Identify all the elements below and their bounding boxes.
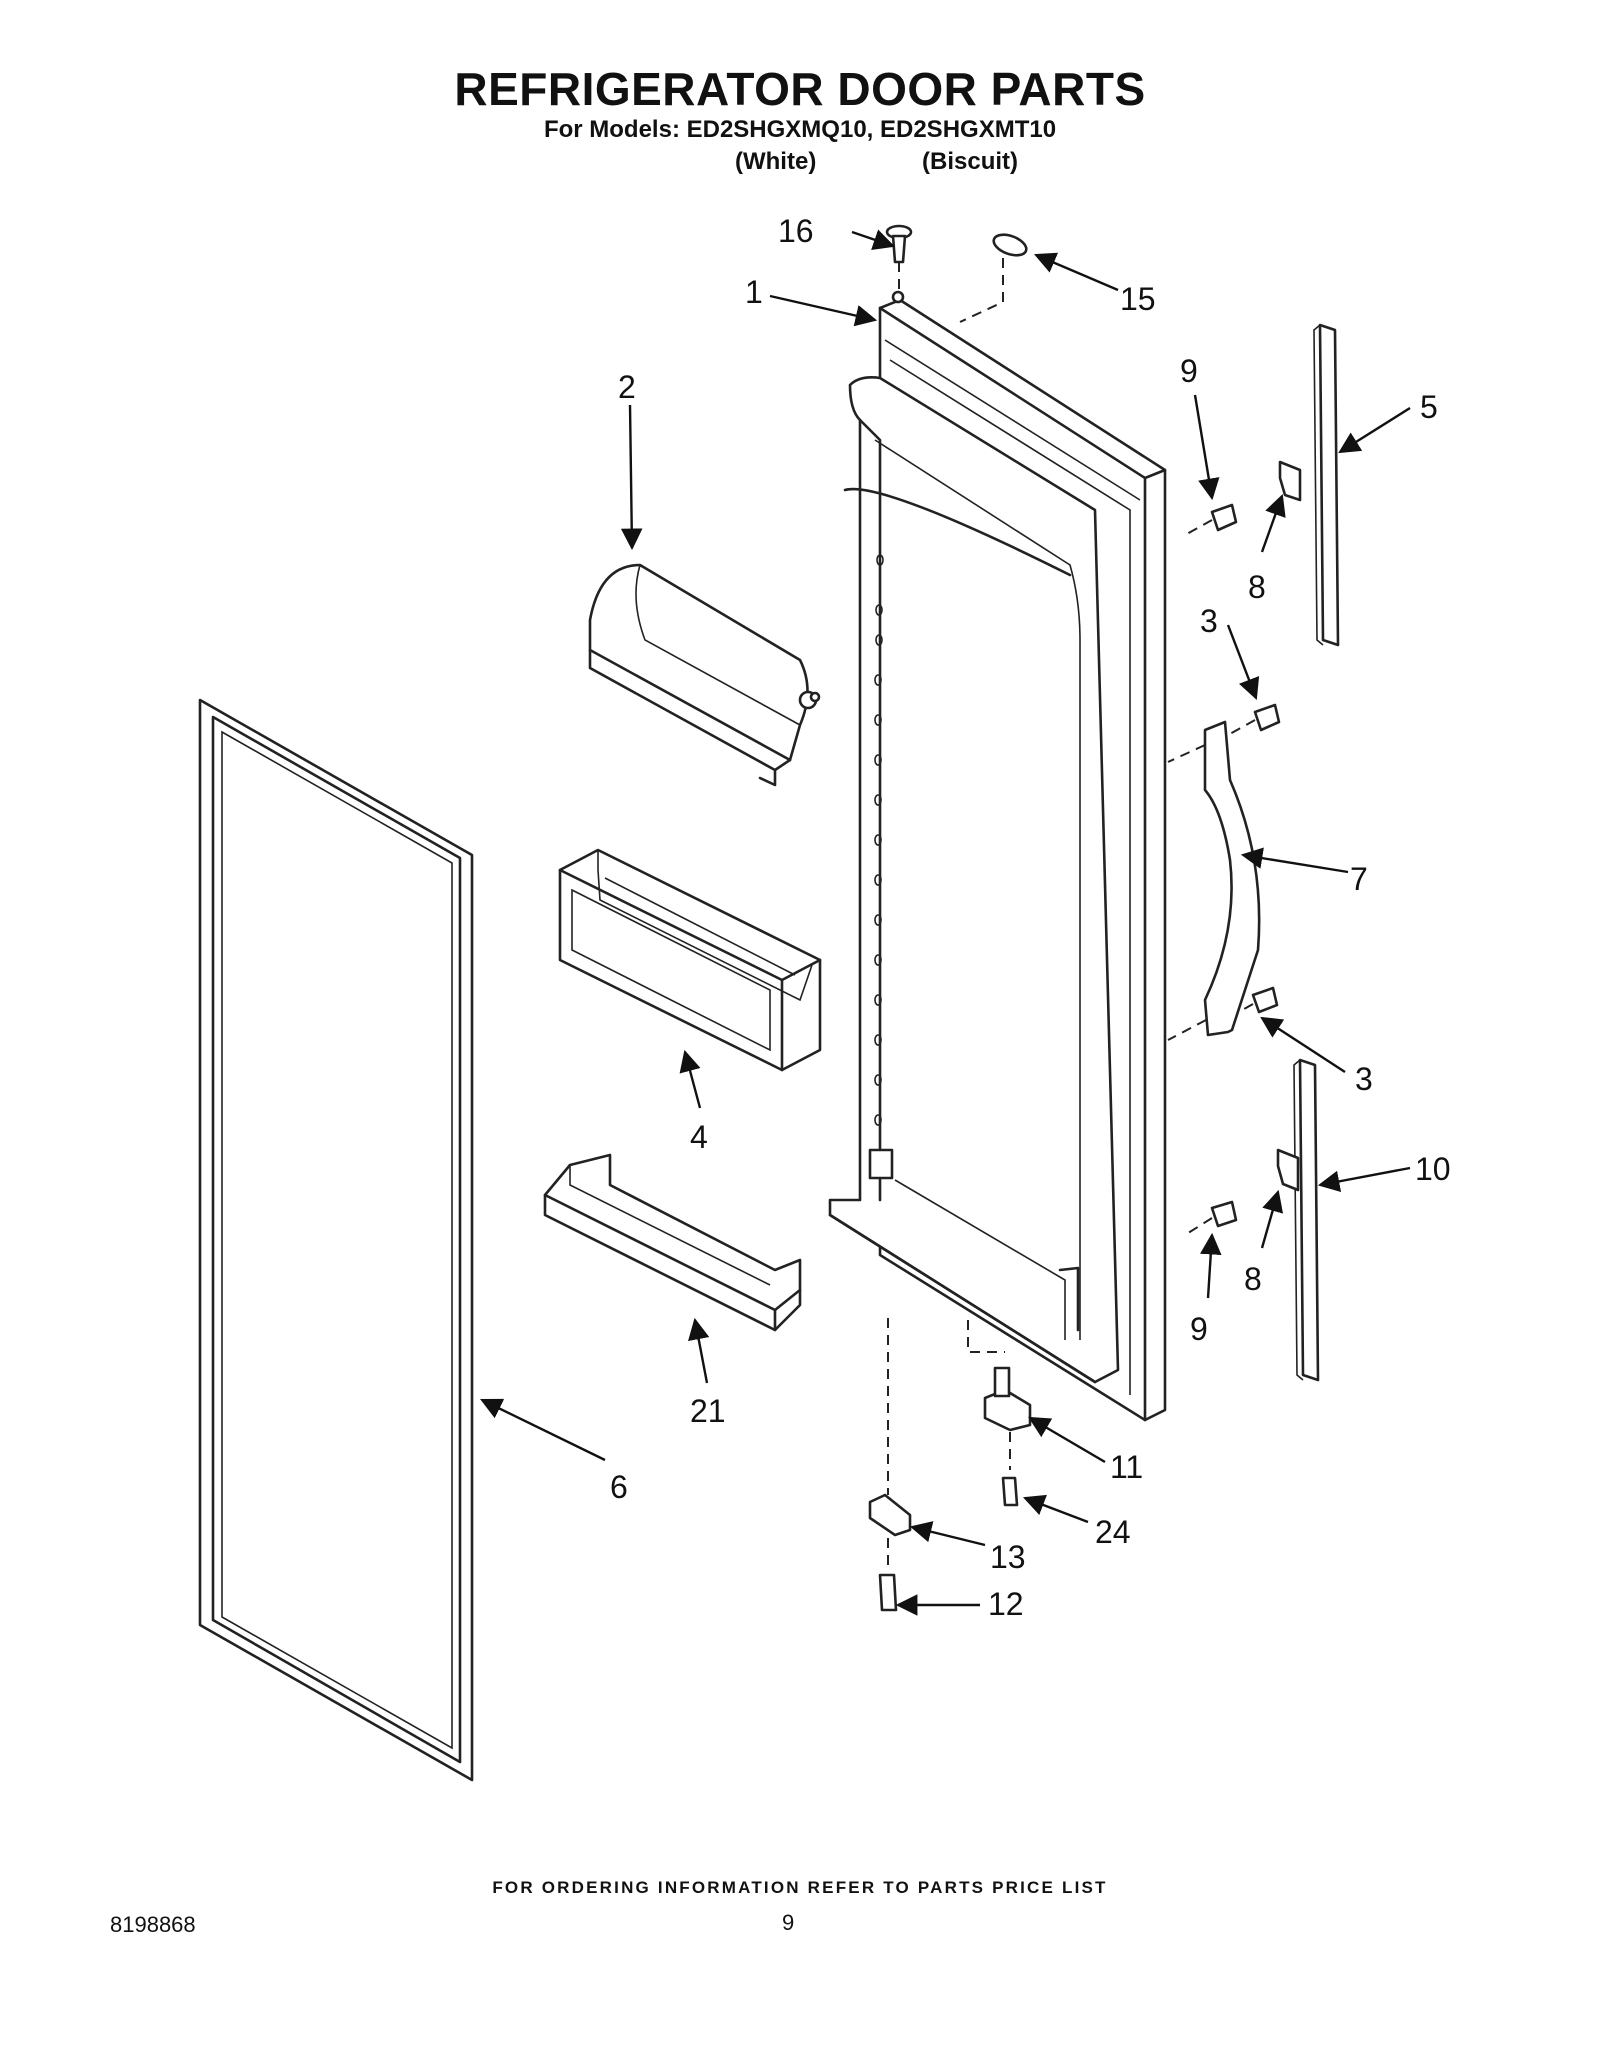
hinge-bracket <box>868 1318 912 1570</box>
document-number: 8198868 <box>110 1912 196 1937</box>
cap <box>959 233 1028 323</box>
bracket-screw <box>878 1573 898 1612</box>
dairy-door <box>588 563 821 787</box>
top-plug <box>885 224 913 304</box>
page-title: REFRIGERATOR DOOR PARTS <box>454 63 1146 115</box>
variant-white: (White) <box>735 148 817 175</box>
bottom-hinge <box>967 1320 1032 1470</box>
variant-biscuit: (Biscuit) <box>922 148 1018 175</box>
callout-8-lower: 8 <box>1244 1261 1262 1297</box>
screw-9-lower <box>1184 1200 1238 1236</box>
callout-11: 11 <box>1110 1449 1143 1485</box>
door-assembly <box>828 298 1167 1422</box>
trim-clip-upper <box>1278 460 1302 502</box>
models-line: For Models: ED2SHGXMQ10, ED2SHGXMT10 <box>543 116 1057 143</box>
callout-12: 12 <box>988 1586 1024 1622</box>
door-bin <box>558 848 822 1072</box>
screw-3-upper <box>1227 703 1281 736</box>
callout-6: 6 <box>610 1469 628 1505</box>
hinge-screw <box>1001 1476 1019 1507</box>
page-number: 9 <box>782 1910 795 1935</box>
callout-3-upper: 3 <box>1200 603 1218 639</box>
callout-9-lower: 9 <box>1190 1311 1208 1347</box>
callout-13: 13 <box>990 1539 1026 1575</box>
callout-9-upper: 9 <box>1180 353 1198 389</box>
door-shelf-holes <box>874 554 884 1126</box>
screw-9-upper <box>1184 503 1238 536</box>
callout-10: 10 <box>1415 1151 1451 1187</box>
callout-4: 4 <box>690 1119 708 1155</box>
door-handle <box>1167 720 1261 1041</box>
upper-trim <box>1313 323 1340 647</box>
callout-1: 1 <box>745 274 763 310</box>
callout-arrows <box>480 229 1411 1616</box>
trim-clip-lower <box>1276 1148 1300 1192</box>
callout-24: 24 <box>1095 1514 1131 1550</box>
callout-5: 5 <box>1420 389 1438 425</box>
door-shelf-bar <box>543 1153 802 1332</box>
ordering-note: FOR ORDERING INFORMATION REFER TO PARTS … <box>492 1878 1108 1897</box>
callout-2: 2 <box>618 369 636 405</box>
callout-3-lower: 3 <box>1355 1061 1373 1097</box>
callout-21: 21 <box>690 1393 726 1429</box>
callout-8-upper: 8 <box>1248 569 1266 605</box>
door-gasket <box>198 698 474 1782</box>
callout-16: 16 <box>778 213 814 249</box>
callout-7: 7 <box>1350 861 1368 897</box>
callout-15: 15 <box>1120 281 1156 317</box>
lower-trim <box>1293 1058 1320 1382</box>
